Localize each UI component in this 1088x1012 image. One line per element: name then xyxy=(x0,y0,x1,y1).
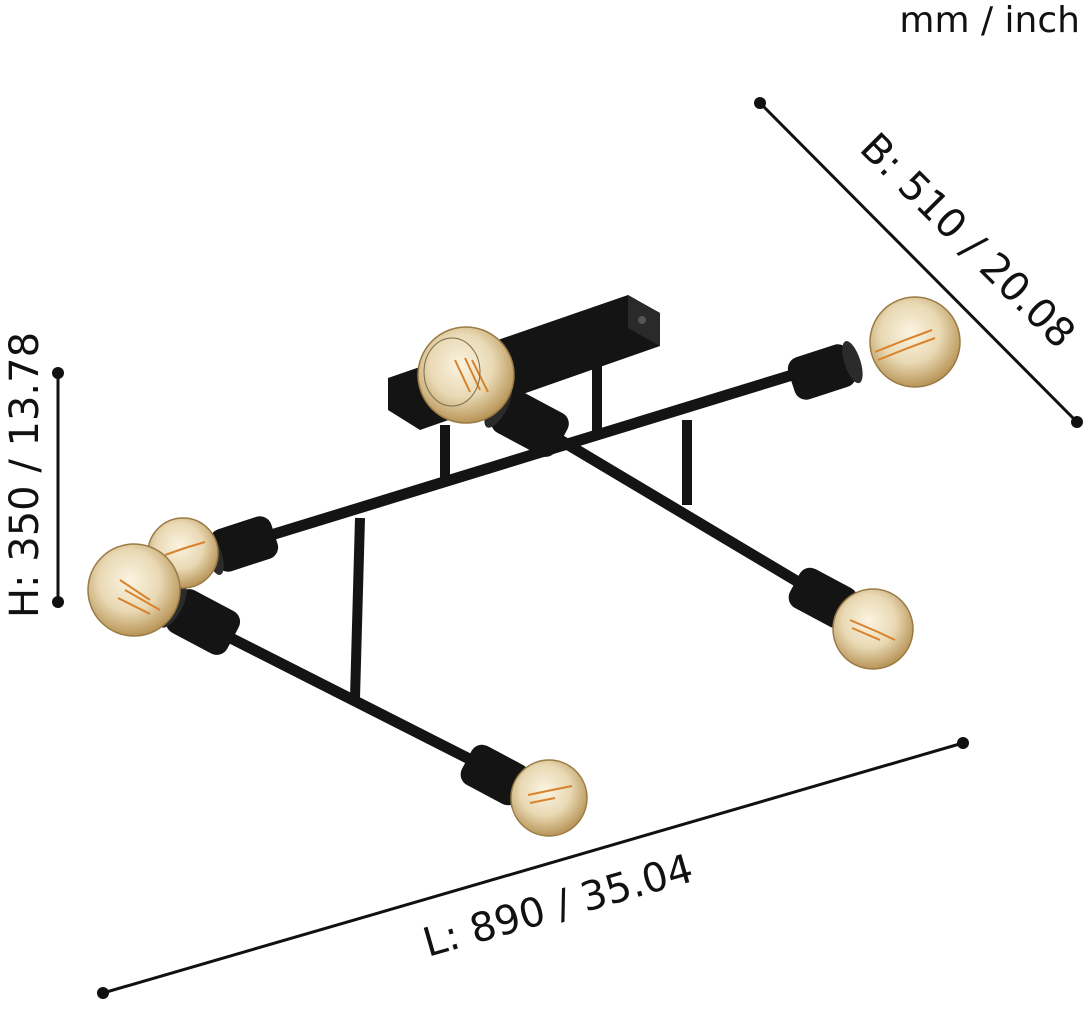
arms xyxy=(199,362,826,778)
bulb-center xyxy=(417,326,515,424)
height-label: H: 350 / 13.78 xyxy=(2,332,48,618)
dimension-height: H: 350 / 13.78 xyxy=(2,332,64,618)
bulb-left-front xyxy=(87,543,181,637)
length-label: L: 890 / 35.04 xyxy=(418,846,698,967)
bulb-right xyxy=(869,296,961,388)
units-label: mm / inch xyxy=(899,0,1080,41)
bulb-right-front xyxy=(832,588,914,670)
ceiling-fixture xyxy=(87,295,961,837)
bulb-bottom xyxy=(510,759,588,837)
sockets xyxy=(159,341,864,810)
drop-rods xyxy=(350,350,692,699)
bulbs xyxy=(87,296,961,837)
